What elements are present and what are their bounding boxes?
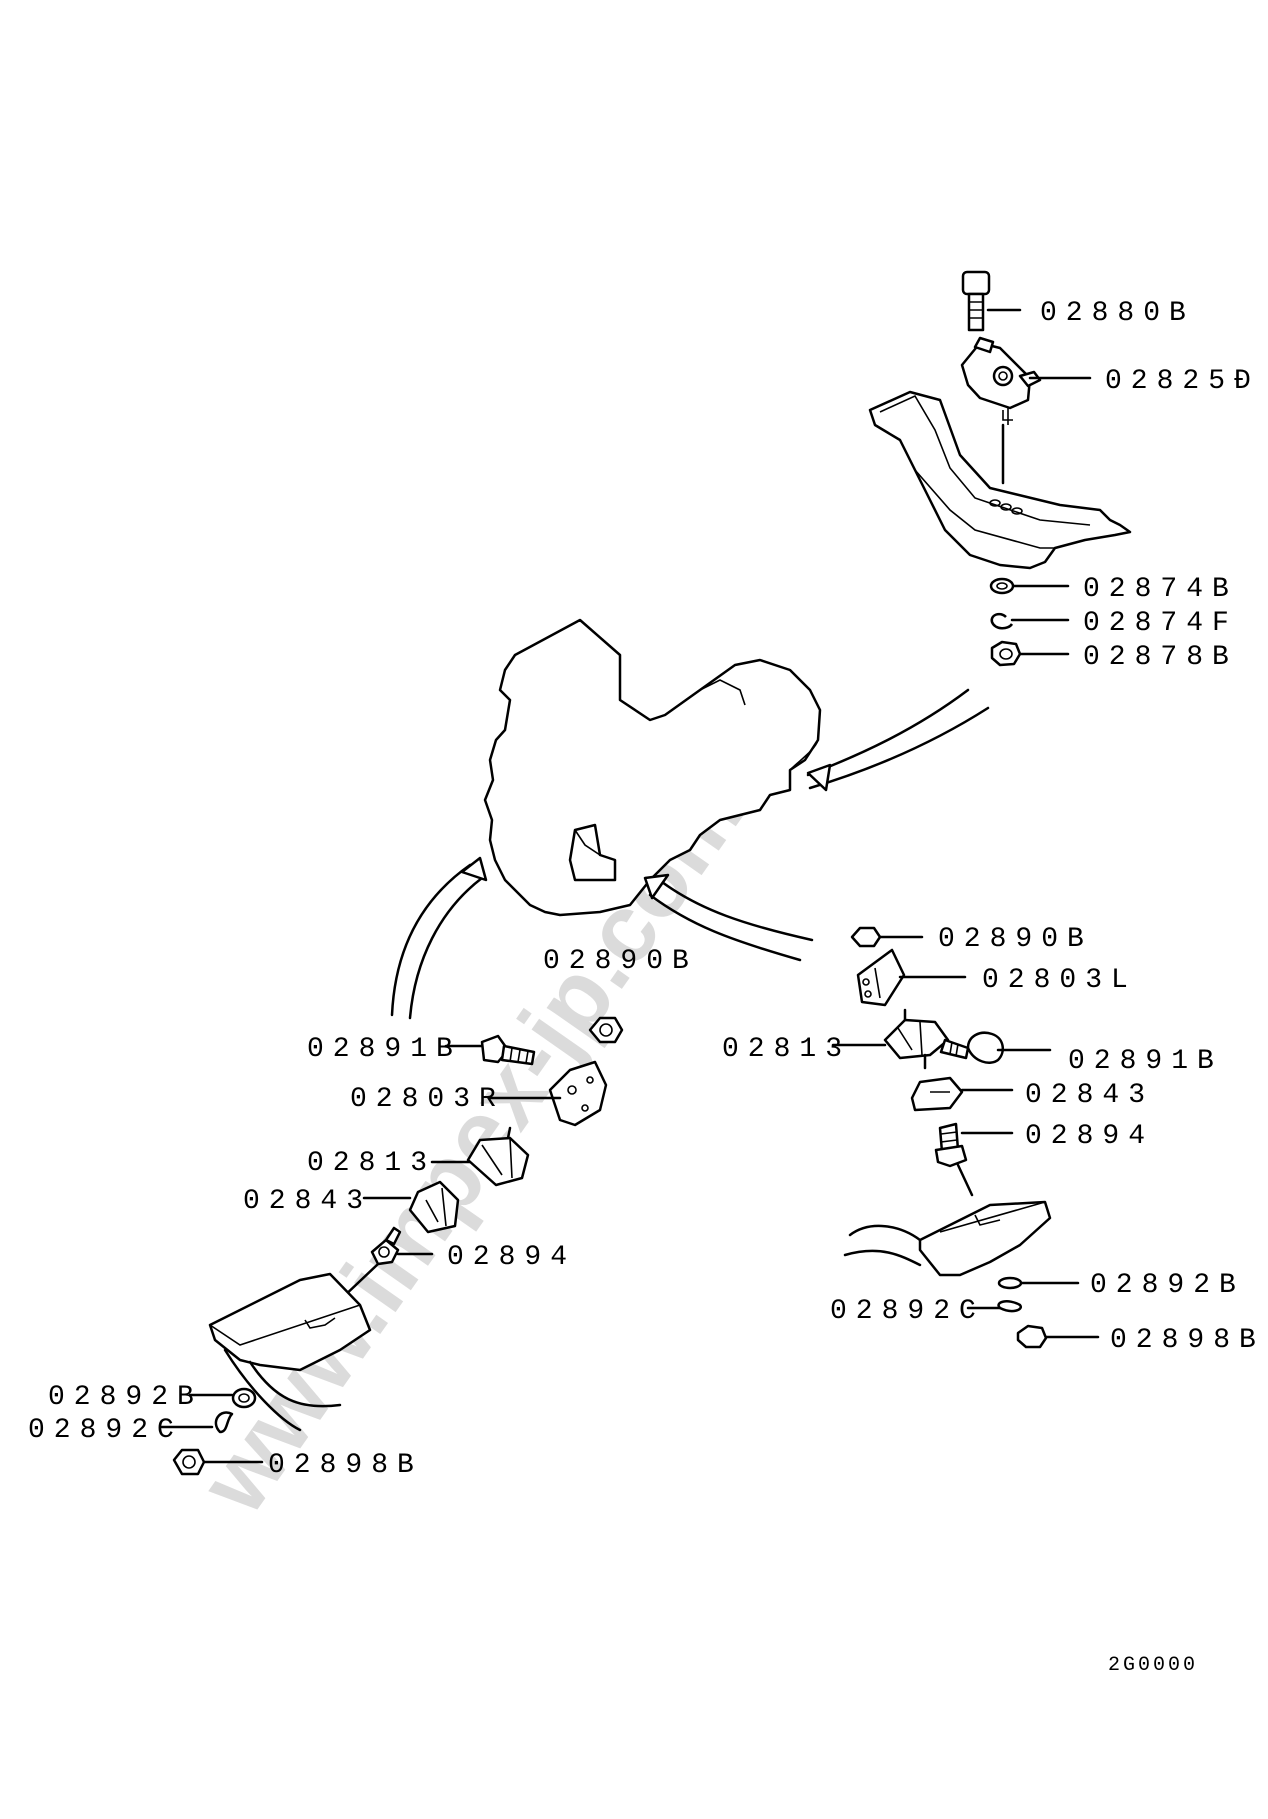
label-02813-right: 02813: [722, 1034, 851, 1065]
label-02813-left: 02813: [307, 1148, 436, 1179]
label-02892C-left: 02892C: [28, 1415, 183, 1446]
crossmember-assembly: [868, 270, 1132, 667]
rh-mount-assembly: [831, 926, 1100, 1349]
label-02898B-left: 02898B: [268, 1450, 423, 1481]
label-02891B-right: 02891B: [1068, 1046, 1223, 1077]
watermark: www.impex-jp.com: [179, 761, 764, 1533]
label-02892B-left: 02892B: [48, 1382, 203, 1413]
label-02894-right: 02894: [1025, 1121, 1154, 1152]
label-02890B-left: 02890B: [543, 946, 698, 977]
label-02843-right: 02843: [1025, 1080, 1154, 1111]
part-labels: 02880B 02825Ð 02874B 02874F 02878B 02890…: [28, 298, 1265, 1677]
label-02843-left: 02843: [243, 1186, 372, 1217]
engine-outline: [483, 618, 822, 917]
label-02803R: 02803R: [350, 1084, 505, 1115]
label-02874F: 02874F: [1083, 608, 1238, 639]
label-02874B: 02874B: [1083, 574, 1238, 605]
label-02825D: 02825Ð: [1105, 366, 1260, 397]
label-02892B-right: 02892B: [1090, 1270, 1245, 1301]
assembly-arrows: [390, 688, 990, 1020]
label-02898B-right: 02898B: [1110, 1325, 1265, 1356]
label-02803L: 02803L: [982, 965, 1137, 996]
label-02891B-left: 02891B: [307, 1034, 462, 1065]
label-02878B: 02878B: [1083, 642, 1238, 673]
label-02880B: 02880B: [1040, 298, 1195, 329]
label-02892C-right: 02892C: [830, 1296, 985, 1327]
lh-mount-assembly: [160, 1016, 624, 1476]
diagram-code: 2G0000: [1108, 1654, 1198, 1677]
label-02894-left: 02894: [447, 1242, 576, 1273]
label-02890B-right: 02890B: [938, 924, 1093, 955]
